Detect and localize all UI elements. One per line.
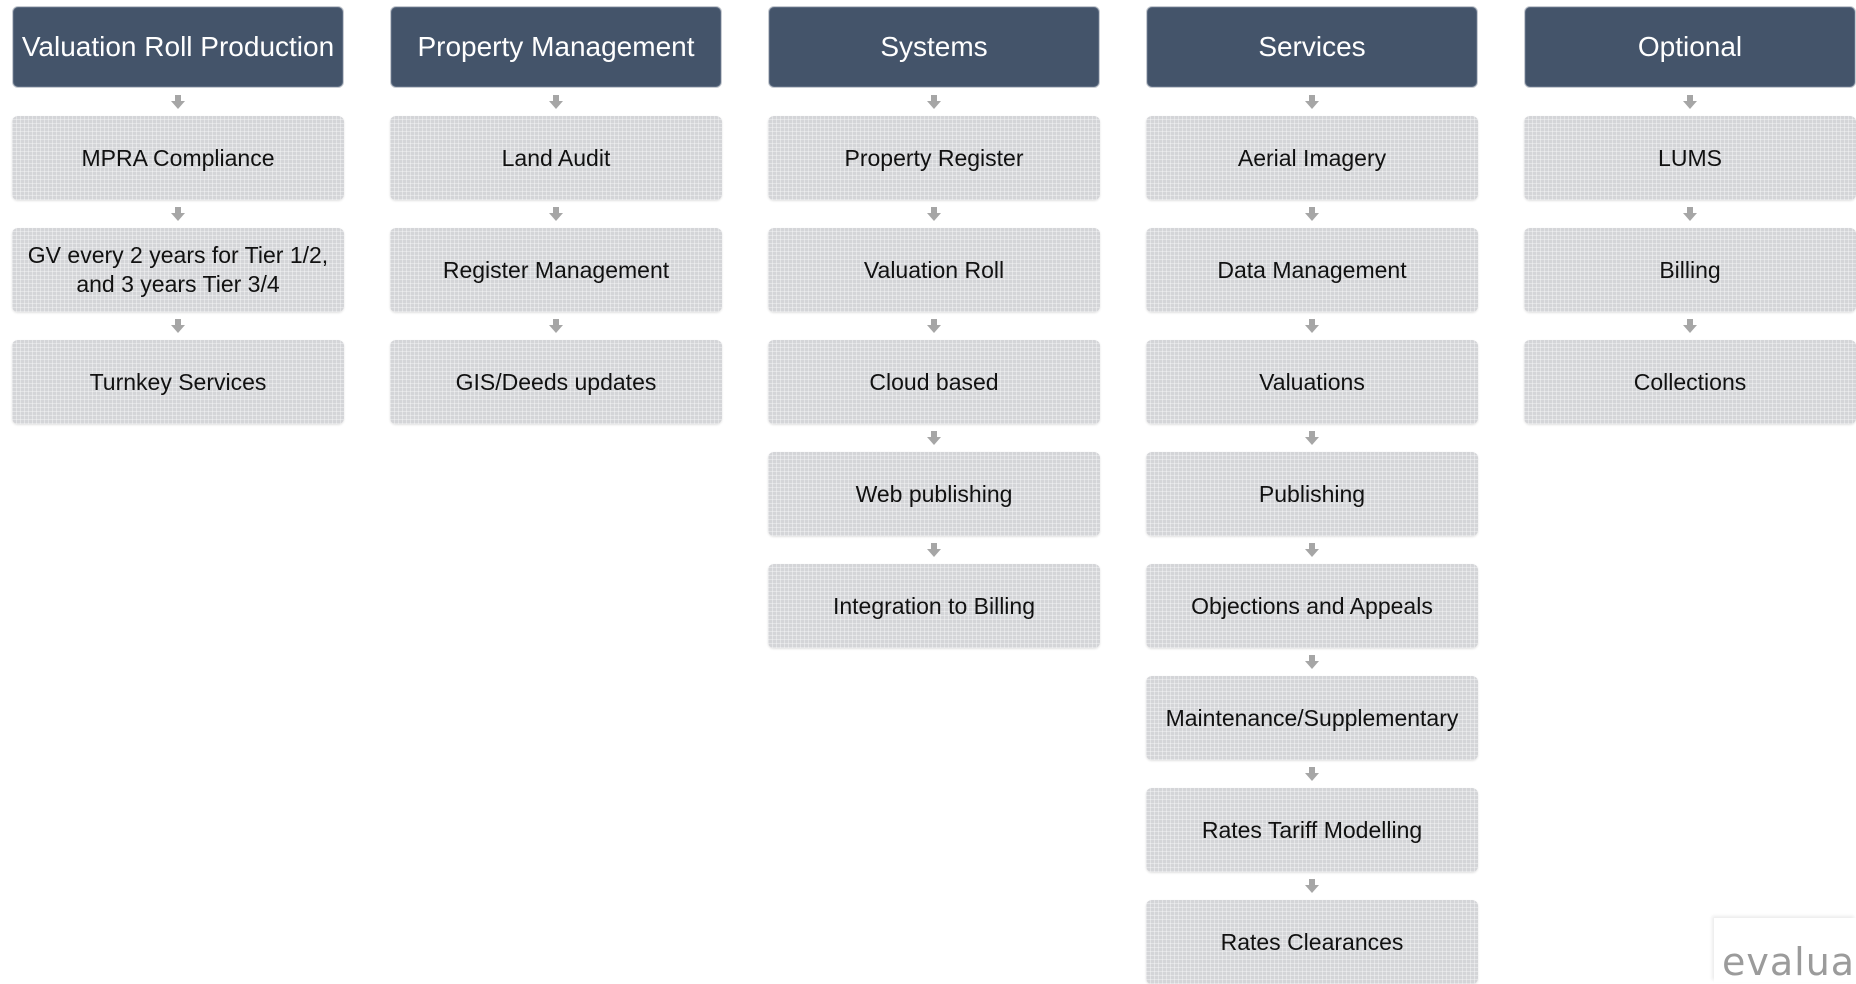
connector — [768, 88, 1100, 116]
logo-text: evaluat — [1722, 940, 1856, 982]
down-arrow-icon — [927, 319, 941, 333]
item-box: Maintenance/Supplementary — [1146, 676, 1478, 760]
connector — [1524, 312, 1856, 340]
down-arrow-icon — [927, 543, 941, 557]
connector — [1146, 312, 1478, 340]
down-arrow-icon — [1305, 655, 1319, 669]
down-arrow-icon — [1305, 543, 1319, 557]
column-header: Systems — [768, 6, 1100, 88]
column-header: Property Management — [390, 6, 722, 88]
item-box: Aerial Imagery — [1146, 116, 1478, 200]
item-box: Rates Tariff Modelling — [1146, 788, 1478, 872]
column-header: Services — [1146, 6, 1478, 88]
connector — [768, 312, 1100, 340]
down-arrow-icon — [1305, 879, 1319, 893]
down-arrow-icon — [549, 207, 563, 221]
item-box: Integration to Billing — [768, 564, 1100, 648]
item-box: Publishing — [1146, 452, 1478, 536]
down-arrow-icon — [927, 207, 941, 221]
connector — [1146, 536, 1478, 564]
connector — [1146, 424, 1478, 452]
item-box: Property Register — [768, 116, 1100, 200]
down-arrow-icon — [1305, 431, 1319, 445]
item-box: Billing — [1524, 228, 1856, 312]
connector — [1146, 648, 1478, 676]
item-box: Register Management — [390, 228, 722, 312]
item-box: GV every 2 years for Tier 1/2, and 3 yea… — [12, 228, 344, 312]
connector — [1146, 88, 1478, 116]
down-arrow-icon — [549, 95, 563, 109]
down-arrow-icon — [927, 431, 941, 445]
down-arrow-icon — [171, 319, 185, 333]
item-box: GIS/Deeds updates — [390, 340, 722, 424]
down-arrow-icon — [171, 207, 185, 221]
item-box: Cloud based — [768, 340, 1100, 424]
item-box: Data Management — [1146, 228, 1478, 312]
down-arrow-icon — [927, 95, 941, 109]
down-arrow-icon — [1683, 319, 1697, 333]
connector — [12, 312, 344, 340]
item-box: Rates Clearances — [1146, 900, 1478, 984]
column-optional: Optional LUMS Billing Collections — [1524, 6, 1856, 424]
connector — [12, 88, 344, 116]
connector — [1146, 872, 1478, 900]
column-header: Valuation Roll Production — [12, 6, 344, 88]
connector — [1146, 760, 1478, 788]
down-arrow-icon — [549, 319, 563, 333]
column-header: Optional — [1524, 6, 1856, 88]
item-box: Web publishing — [768, 452, 1100, 536]
item-box: LUMS — [1524, 116, 1856, 200]
down-arrow-icon — [1305, 319, 1319, 333]
connector — [390, 312, 722, 340]
item-box: Valuation Roll — [768, 228, 1100, 312]
evaluat-logo: evaluat — [1714, 918, 1856, 982]
item-box: MPRA Compliance — [12, 116, 344, 200]
item-box: Land Audit — [390, 116, 722, 200]
item-box: Collections — [1524, 340, 1856, 424]
column-property-management: Property Management Land Audit Register … — [390, 6, 722, 424]
connector — [1524, 88, 1856, 116]
connector — [768, 536, 1100, 564]
connector — [1146, 200, 1478, 228]
connector — [12, 200, 344, 228]
down-arrow-icon — [1683, 95, 1697, 109]
down-arrow-icon — [1683, 207, 1697, 221]
down-arrow-icon — [171, 95, 185, 109]
item-box: Valuations — [1146, 340, 1478, 424]
down-arrow-icon — [1305, 207, 1319, 221]
connector — [1524, 200, 1856, 228]
item-box: Turnkey Services — [12, 340, 344, 424]
column-systems: Systems Property Register Valuation Roll… — [768, 6, 1100, 648]
down-arrow-icon — [1305, 95, 1319, 109]
column-valuation-roll-production: Valuation Roll Production MPRA Complianc… — [12, 6, 344, 424]
connector — [768, 424, 1100, 452]
connector — [390, 200, 722, 228]
connector — [390, 88, 722, 116]
connector — [768, 200, 1100, 228]
column-services: Services Aerial Imagery Data Management … — [1146, 6, 1478, 984]
down-arrow-icon — [1305, 767, 1319, 781]
item-box: Objections and Appeals — [1146, 564, 1478, 648]
